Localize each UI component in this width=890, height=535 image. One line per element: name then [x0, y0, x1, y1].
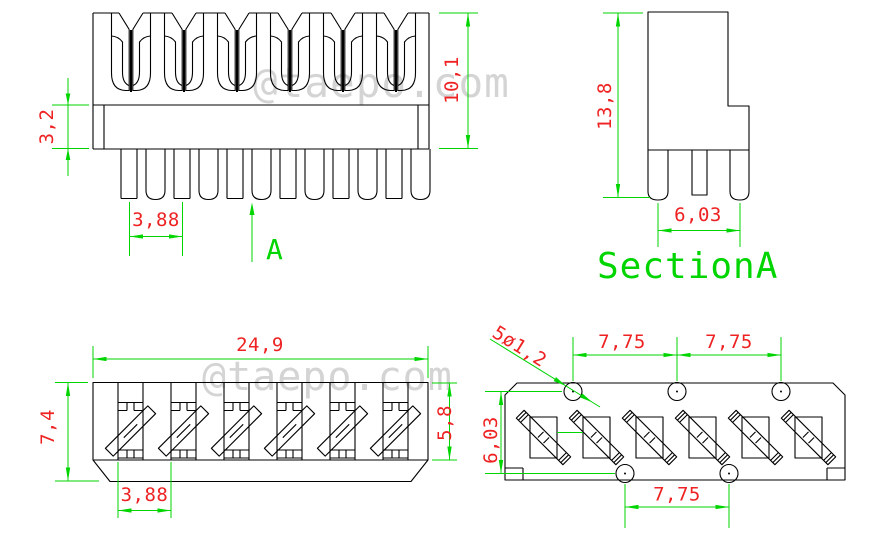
- square-blade-slot: [568, 409, 625, 466]
- pin-flat: [226, 148, 244, 200]
- dim-hole-row-gap-label: 6,03: [480, 416, 502, 464]
- pin-flat: [385, 148, 403, 200]
- dim-pin-pitch-label: 3,88: [132, 209, 180, 231]
- mounting-hole: [771, 381, 791, 402]
- contact-slot: [110, 12, 152, 93]
- mounting-hole: [563, 381, 583, 402]
- front-view: [92, 12, 431, 201]
- section-arrow-label: A: [266, 233, 283, 266]
- square-blade-slot: [515, 409, 572, 466]
- dim-hole-pitch-bottom-label: 7,75: [653, 484, 701, 506]
- pin-round: [357, 148, 378, 201]
- contact-slot: [216, 12, 258, 93]
- dim-hole-pitch-label-1: 7,75: [598, 331, 646, 353]
- dim-pin-span-ext: [657, 203, 741, 247]
- pin-flat: [332, 148, 350, 200]
- dim-band-height-label: 3,2: [36, 109, 58, 145]
- pin-flat: [173, 148, 191, 200]
- dim-pin-span-label: 6,03: [674, 204, 722, 226]
- dim-body-depth-label: 5,8: [434, 405, 456, 441]
- dim-depth-label: 7,4: [37, 409, 59, 445]
- bottom-view: [504, 381, 846, 484]
- blade-slot: [104, 382, 157, 461]
- hole-callout-label: 5ø1,2: [488, 322, 550, 372]
- section-view: [647, 11, 750, 201]
- dim-width-ext: [92, 346, 429, 378]
- pin-round: [198, 148, 219, 201]
- pin-round: [145, 148, 166, 201]
- dim-pin-pitch-ext: [129, 202, 183, 256]
- dim-hole-row-gap-ext: [485, 391, 615, 474]
- dim-overall-height-label: 10,1: [441, 56, 463, 104]
- mounting-hole: [667, 381, 687, 402]
- section-view-outline: [647, 11, 750, 151]
- front-view-band: [93, 104, 429, 150]
- dim-width-label: 24,9: [236, 334, 284, 356]
- square-blade-slot: [780, 409, 837, 466]
- dim-hole-pitch-ext: [572, 337, 782, 381]
- view-label-layer: A SectionA: [266, 233, 778, 287]
- watermark-text-middle: @taepo.com: [202, 354, 453, 400]
- dim-slot-pitch-label: 3,88: [121, 484, 169, 506]
- dim-hole-pitch-label-2: 7,75: [705, 331, 753, 353]
- dim-overall-height-ext: [439, 12, 478, 149]
- pin-flat: [120, 148, 138, 200]
- top-view-skirt: [92, 459, 429, 483]
- hole-center-dots: [572, 390, 782, 475]
- dimension-arrowheads: [65, 93, 593, 403]
- section-view-title: SectionA: [597, 246, 778, 287]
- mounting-hole: [615, 463, 635, 484]
- pin-round: [410, 148, 431, 201]
- dim-section-height-ext: [603, 12, 650, 198]
- square-blade-slot: [621, 409, 678, 466]
- part-geometry-layer: [92, 11, 846, 484]
- bottom-view-outline: [504, 382, 846, 481]
- square-blade-slot: [727, 409, 784, 466]
- pin-round: [251, 148, 272, 201]
- dimension-line-layer: [52, 12, 782, 528]
- mounting-hole: [719, 463, 739, 484]
- contact-slot: [163, 12, 205, 93]
- square-blade-slot: [674, 409, 731, 466]
- dim-depth-ext: [55, 382, 99, 482]
- dim-body-depth-ext: [432, 382, 457, 461]
- pin-flat: [279, 148, 297, 200]
- dim-section-height-label: 13,8: [594, 82, 616, 130]
- top-view: [92, 381, 429, 483]
- front-view-side-edges: [92, 13, 430, 149]
- section-view-pins: [647, 150, 750, 201]
- pin-round: [304, 148, 325, 201]
